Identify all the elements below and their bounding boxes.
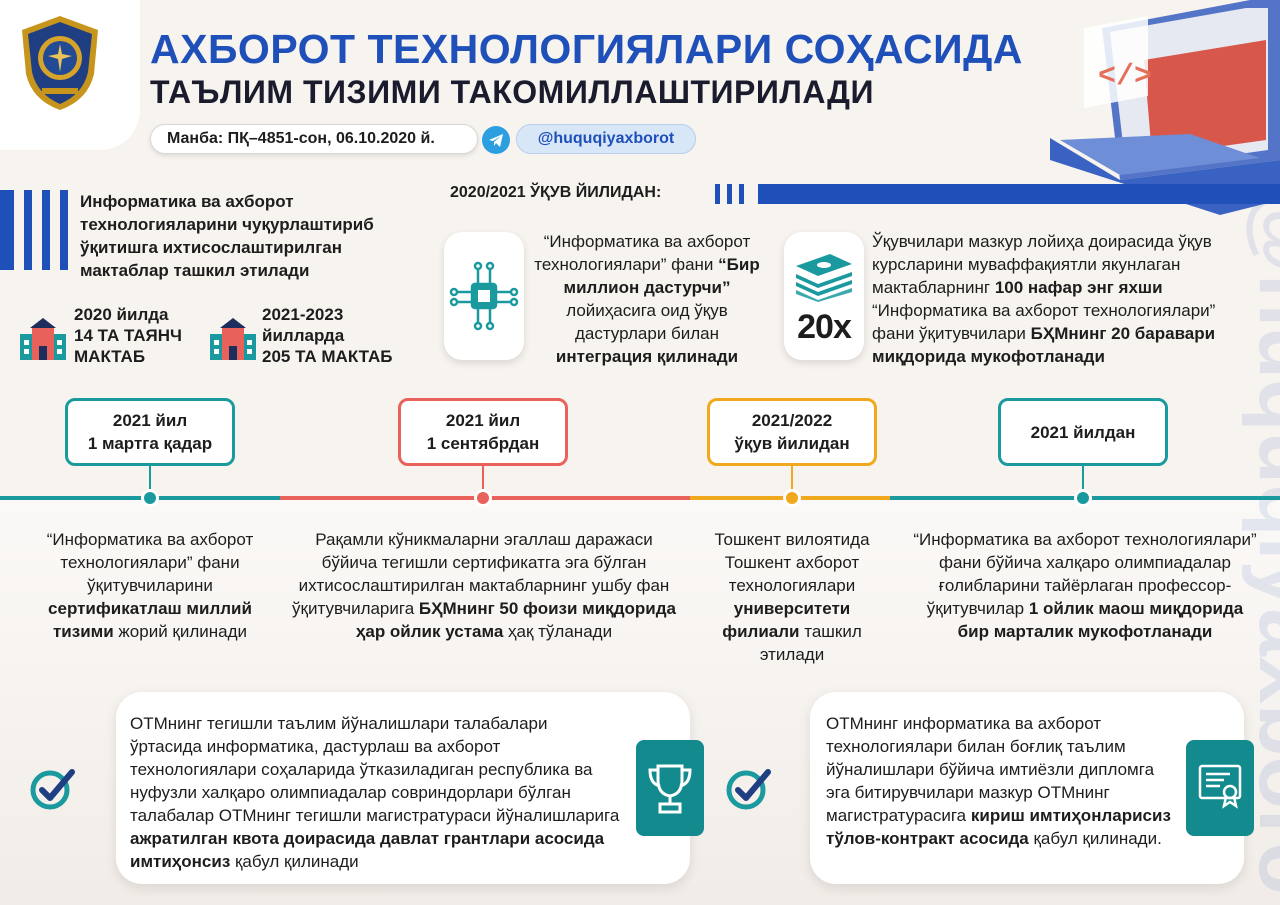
- bottom-card: [116, 692, 690, 884]
- timeline-description: Рақамли кўникмаларни эгаллаш даражаси бў…: [292, 528, 676, 643]
- timeline-date-box: 2021 йилдан: [998, 398, 1168, 466]
- timeline-date-line: ўқув йилидан: [734, 434, 850, 453]
- telegram-handle-link[interactable]: @huquqiyaxborot: [516, 124, 696, 154]
- telegram-icon[interactable]: [482, 126, 510, 154]
- microchip-icon: [449, 261, 519, 331]
- text-bold: “Бир миллион дастурчи”: [563, 255, 760, 297]
- year-heading: 2020/2021 ЎҚУВ ЙИЛИДАН:: [450, 184, 662, 201]
- text-span: Ўқувчилари мазкур лойиҳа доирасида ўқув …: [872, 232, 1212, 297]
- bottom-card-text: ОТМнинг информатика ва ахборот технологи…: [826, 712, 1178, 850]
- timeline-dot: [1074, 489, 1092, 507]
- svg-text:</>: </>: [1098, 60, 1152, 94]
- timeline-date-line: 1 сентябрдан: [426, 434, 540, 453]
- intro-text: Информатика ва ахборот технологияларини …: [80, 192, 374, 280]
- timeline-stem: [1082, 466, 1084, 496]
- school-stat-2: 2021-2023 йилларда 205 ТА МАКТАБ: [262, 304, 422, 367]
- money-icon-card: 20x: [784, 232, 864, 360]
- timeline-stem: [149, 466, 151, 496]
- certificate-icon: [1198, 764, 1242, 809]
- school-stat-year: 2020 йилда: [74, 305, 169, 324]
- school-icon: [208, 316, 258, 365]
- main-title: АХБОРОТ ТЕХНОЛОГИЯЛАРИ СОҲАСИДА: [150, 26, 1023, 72]
- text-bold: БҲМнинг 50 фоизи миқдорида ҳар ойлик уст…: [355, 599, 676, 641]
- text-bold: кириш имтиҳонларисиз тўлов-контракт асос…: [826, 806, 1171, 848]
- timeline-stem: [482, 466, 484, 496]
- text-bold: интеграция қилинади: [555, 347, 739, 366]
- timeline-date-line: 2021 йил: [112, 411, 188, 430]
- text-bold: университети филиали: [722, 599, 851, 641]
- decorative-bars: [0, 190, 68, 270]
- trophy-tab: [636, 740, 704, 836]
- heading-rule: [758, 184, 1280, 204]
- text-span: ташкил этилади: [759, 622, 862, 664]
- subtitle: ТАЪЛИМ ТИЗИМИ ТАКОМИЛЛАШТИРИЛАДИ: [150, 74, 874, 110]
- text-span: Тошкент вилоятида Тошкент ахборот технол…: [714, 530, 870, 595]
- text-bold: 1 ойлик маош миқдорида бир марталик муко…: [957, 599, 1244, 641]
- certificate-tab: [1186, 740, 1254, 836]
- timeline-date-box: 2021 йил 1 сентябрдан: [398, 398, 568, 466]
- bottom-card-text: ОТМнинг тегишли таълим йўналишлари талаб…: [130, 712, 620, 873]
- text-bold: БҲМнинг 20 баравари миқдорида мукофотлан…: [872, 324, 1216, 366]
- text-span: жорий қилинади: [113, 622, 248, 641]
- timeline-date-line: 2021/2022: [751, 411, 833, 430]
- school-stat-count: 14 ТА ТАЯНЧ МАКТАБ: [74, 326, 182, 366]
- teacher-reward-text: Ўқувчилари мазкур лойиҳа доирасида ўқув …: [872, 230, 1262, 368]
- text-span: ҳақ тўланади: [503, 622, 613, 641]
- money-stack-icon: [796, 254, 852, 302]
- text-bold: 100 нафар энг яхши: [994, 278, 1163, 297]
- timeline-date-box: 2021/2022 ўқув йилидан: [707, 398, 877, 466]
- school-icon: [18, 316, 68, 365]
- text-span: қабул қилинади.: [1028, 829, 1162, 848]
- trophy-icon: [648, 764, 692, 814]
- timeline-description: “Информатика ва ахборот технологиялари” …: [912, 528, 1258, 643]
- timeline-segment: [0, 496, 280, 500]
- text-span: ОТМнинг тегишли таълим йўналишлари талаб…: [130, 714, 620, 825]
- text-span: ОТМнинг информатика ва ахборот технологи…: [826, 714, 1155, 825]
- text-bold: ажратилган квота доирасида давлат грантл…: [130, 829, 605, 871]
- ministry-emblem-logo: [22, 16, 98, 110]
- text-span: “Информатика ва ахборот технологиялари” …: [46, 530, 254, 595]
- timeline-date-line: 2021 йилдан: [1030, 422, 1136, 442]
- text-span: “Информатика ва ахборот технологиялари” …: [913, 530, 1257, 618]
- timeline-date-line: 2021 йил: [445, 411, 521, 430]
- checkmark-icon: [726, 769, 771, 810]
- text-span: Рақамли кўникмаларни эгаллаш даражаси бў…: [292, 530, 670, 618]
- program-integration-text: “Информатика ва ахборот технологиялари” …: [528, 230, 766, 368]
- checkmark-icon: [30, 769, 75, 810]
- text-span: лойиҳасига оид ўқув дастурлари билан: [566, 301, 728, 343]
- text-span: “Информатика ва ахборот технологиялари” …: [534, 232, 751, 274]
- timeline-description: Тошкент вилоятида Тошкент ахборот технол…: [700, 528, 884, 666]
- school-stat-1: 2020 йилда 14 ТА ТАЯНЧ МАКТАБ: [74, 304, 204, 367]
- text-bold: сертификатлаш миллий тизими: [48, 599, 252, 641]
- source-label: Манба: ПҚ–4851-сон, 06.10.2020 й.: [150, 124, 478, 154]
- timeline-date-box: 2021 йил 1 мартга қадар: [65, 398, 235, 466]
- timeline-dot: [474, 489, 492, 507]
- text-span: “Информатика ва ахборот технологиялари” …: [872, 301, 1216, 343]
- timeline-dot: [141, 489, 159, 507]
- chip-icon-card: [444, 232, 524, 360]
- bottom-card: [810, 692, 1244, 884]
- text-span: қабул қилинади: [230, 852, 359, 871]
- heading-bars: [715, 184, 744, 204]
- laptop-code-illustration: </>: [1050, 0, 1280, 215]
- school-stat-count: 205 ТА МАКТАБ: [262, 347, 393, 366]
- timeline-date-line: 1 мартга қадар: [87, 434, 213, 453]
- timeline-dot: [783, 489, 801, 507]
- school-stat-year: 2021-2023 йилларда: [262, 305, 345, 345]
- multiplier-badge: 20x: [797, 308, 852, 346]
- timeline-description: “Информатика ва ахборот технологиялари” …: [30, 528, 270, 643]
- timeline-stem: [791, 466, 793, 496]
